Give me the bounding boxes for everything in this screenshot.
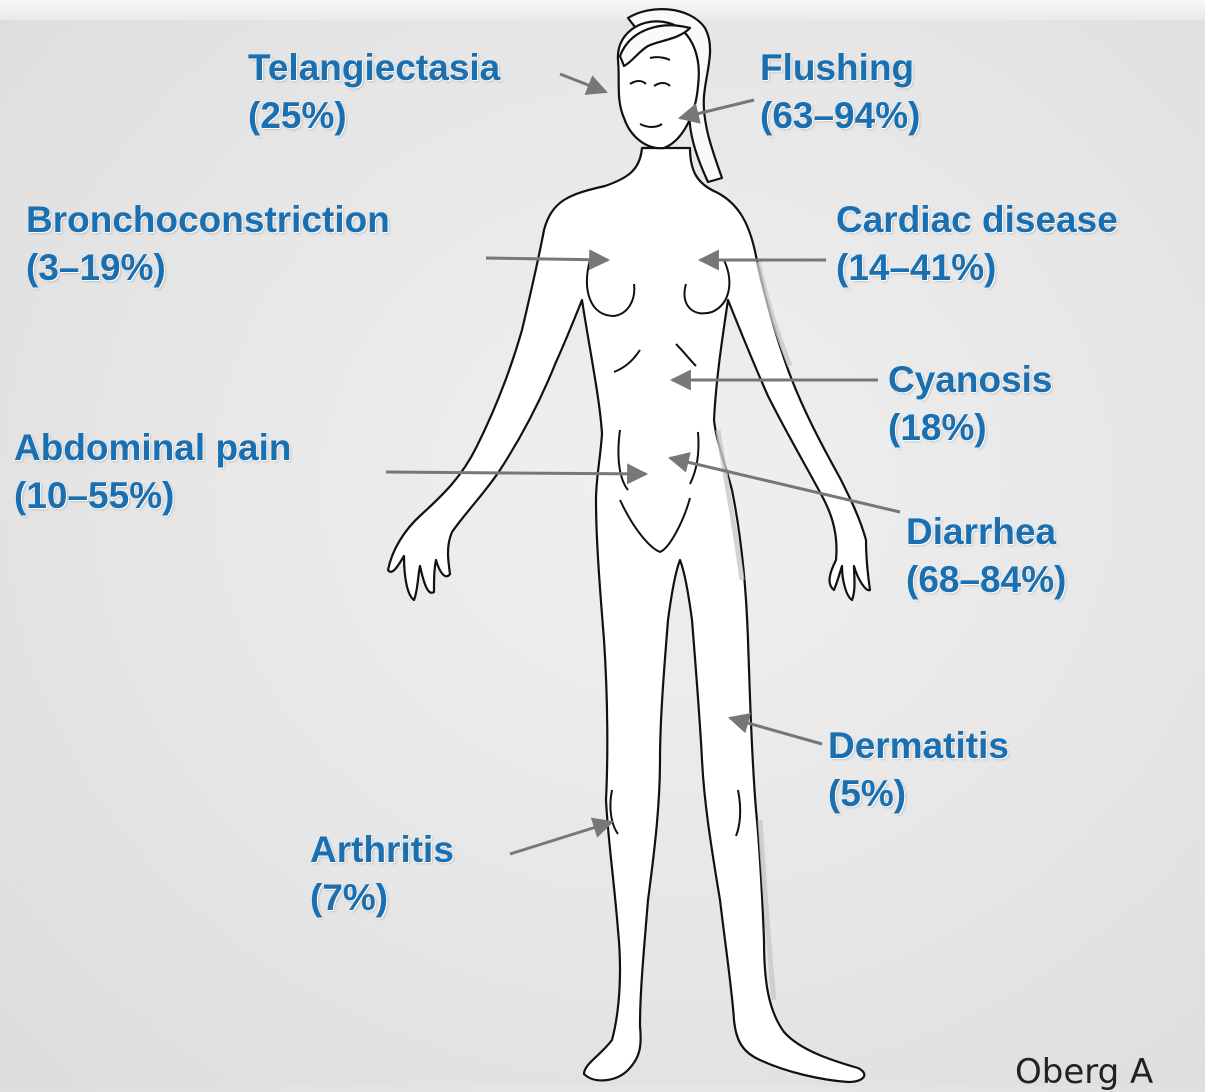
label-cardiac-disease: Cardiac disease (14–41%) — [836, 196, 1118, 292]
symptom-name: Telangiectasia — [248, 44, 500, 92]
arrow-abdominal — [386, 472, 646, 474]
label-diarrhea: Diarrhea (68–84%) — [906, 508, 1066, 604]
symptom-percent: (10–55%) — [14, 472, 292, 520]
symptom-name: Abdominal pain — [14, 424, 292, 472]
symptom-percent: (7%) — [310, 874, 454, 922]
arrow-arthritis — [510, 822, 612, 854]
symptom-name: Cyanosis — [888, 356, 1053, 404]
label-flushing: Flushing (63–94%) — [760, 44, 920, 140]
label-telangiectasia: Telangiectasia (25%) — [248, 44, 500, 140]
symptom-percent: (5%) — [828, 770, 1009, 818]
symptom-percent: (18%) — [888, 404, 1053, 452]
symptom-name: Arthritis — [310, 826, 454, 874]
symptom-name: Dermatitis — [828, 722, 1009, 770]
symptom-name: Flushing — [760, 44, 920, 92]
symptom-percent: (25%) — [248, 92, 500, 140]
citation-text: Oberg A — [1015, 1052, 1153, 1092]
arrow-telangiectasia — [560, 74, 606, 92]
arrow-bronchoconstriction — [486, 258, 608, 260]
label-dermatitis: Dermatitis (5%) — [828, 722, 1009, 818]
label-cyanosis: Cyanosis (18%) — [888, 356, 1053, 452]
body-outline — [388, 9, 870, 1082]
label-bronchoconstriction: Bronchoconstriction (3–19%) — [26, 196, 390, 292]
symptom-name: Diarrhea — [906, 508, 1066, 556]
label-abdominal-pain: Abdominal pain (10–55%) — [14, 424, 292, 520]
symptom-percent: (63–94%) — [760, 92, 920, 140]
label-arthritis: Arthritis (7%) — [310, 826, 454, 922]
symptom-percent: (68–84%) — [906, 556, 1066, 604]
symptom-percent: (3–19%) — [26, 244, 390, 292]
symptom-name: Cardiac disease — [836, 196, 1118, 244]
symptom-name: Bronchoconstriction — [26, 196, 390, 244]
symptom-percent: (14–41%) — [836, 244, 1118, 292]
